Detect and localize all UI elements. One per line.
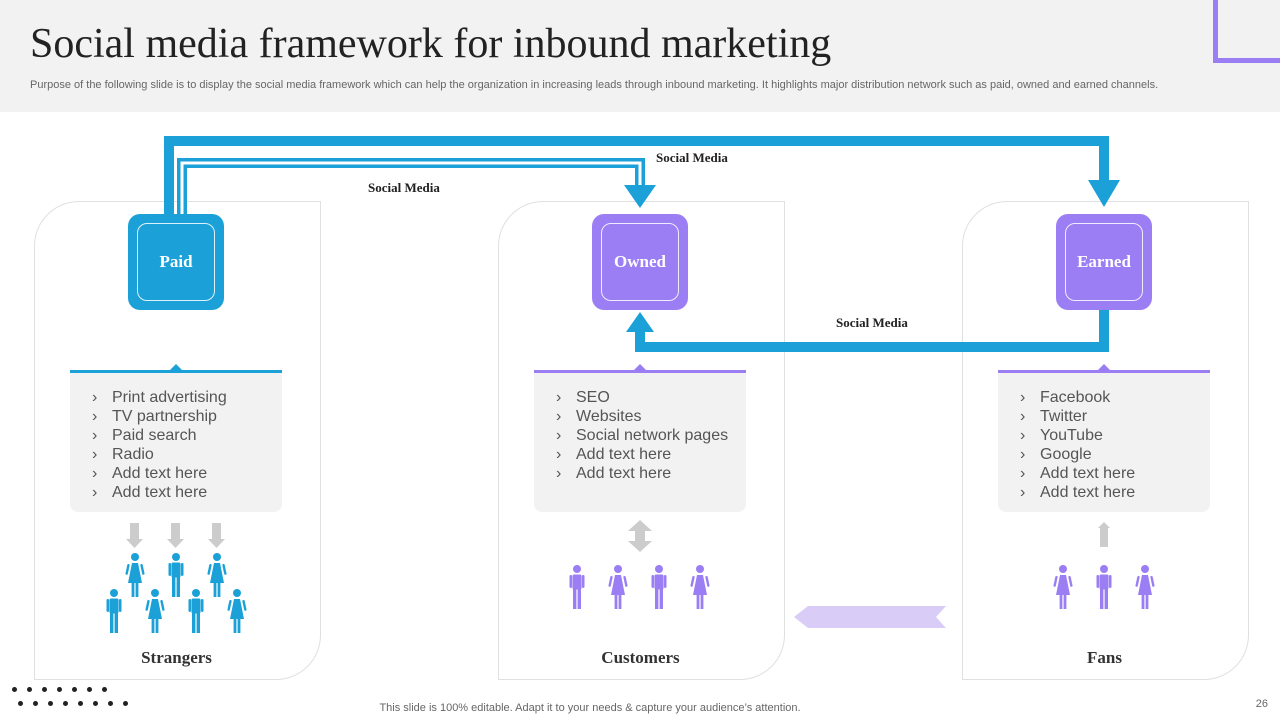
list-item: ›YouTube: [1020, 427, 1103, 444]
paid-node: Paid: [128, 214, 224, 310]
owned-node: Owned: [592, 214, 688, 310]
ribbon-arrow: [794, 606, 946, 628]
earned-up-arrow: [1098, 522, 1110, 547]
fans-label: Fans: [1087, 648, 1122, 667]
chevron-right-icon: ›: [1020, 408, 1026, 425]
flow-label-top: Social Media: [656, 150, 728, 165]
strangers-people-icons: [106, 553, 247, 633]
arrowhead-owned-bottom: [626, 312, 654, 332]
earned-list: ›Facebook ›Twitter ›YouTube ›Google ›Add…: [998, 364, 1210, 512]
list-item: ›SEO: [556, 389, 610, 406]
chevron-right-icon: ›: [556, 427, 562, 444]
header-band: [0, 0, 1280, 112]
chevron-right-icon: ›: [92, 427, 98, 444]
chevron-right-icon: ›: [556, 465, 562, 482]
list-item: ›Twitter: [1020, 408, 1088, 425]
list-item: ›Paid search: [92, 427, 197, 444]
arrowhead-owned-top: [624, 185, 656, 208]
list-item: ›Add text here: [556, 446, 672, 463]
strangers-label: Strangers: [141, 648, 212, 667]
list-item: ›Social network pages: [556, 427, 729, 444]
chevron-right-icon: ›: [556, 446, 562, 463]
chevron-right-icon: ›: [1020, 465, 1026, 482]
owned-updown-arrow: [628, 520, 652, 552]
page-subtitle: Purpose of the following slide is to dis…: [30, 79, 1159, 91]
paid-down-arrows: [126, 523, 225, 548]
chevron-right-icon: ›: [92, 389, 98, 406]
chevron-right-icon: ›: [1020, 427, 1026, 444]
chevron-right-icon: ›: [92, 408, 98, 425]
paid-label: Paid: [137, 223, 215, 301]
list-item: ›Add text here: [556, 465, 672, 482]
owned-list: ›SEO ›Websites ›Social network pages ›Ad…: [534, 364, 746, 512]
page-title: Social media framework for inbound marke…: [30, 21, 832, 67]
earned-node: Earned: [1056, 214, 1152, 310]
list-item: ›Add text here: [1020, 484, 1136, 501]
chevron-right-icon: ›: [1020, 484, 1026, 501]
earned-label: Earned: [1065, 223, 1143, 301]
chevron-right-icon: ›: [556, 408, 562, 425]
fans-people-icons: [1053, 565, 1155, 609]
chevron-right-icon: ›: [92, 465, 98, 482]
flow-arrow-paid-to-earned: [164, 136, 1109, 215]
page-number: 26: [1255, 698, 1268, 710]
flow-arrow-earned-to-owned: [635, 310, 1109, 352]
list-item: ›Websites: [556, 408, 642, 425]
list-item: ›Add text here: [1020, 465, 1136, 482]
list-item: ›Add text here: [92, 465, 208, 482]
list-item: ›Radio: [92, 446, 154, 463]
list-item: ›Facebook: [1020, 389, 1111, 406]
customers-people-icons: [569, 565, 710, 609]
list-item: ›Add text here: [92, 484, 208, 501]
paid-list: ›Print advertising ›TV partnership ›Paid…: [70, 364, 282, 512]
chevron-right-icon: ›: [1020, 389, 1026, 406]
list-item: ›Google: [1020, 446, 1092, 463]
owned-label: Owned: [601, 223, 679, 301]
list-item: ›TV partnership: [92, 408, 217, 425]
arrowhead-earned-top: [1088, 180, 1120, 207]
customers-label: Customers: [601, 648, 680, 667]
chevron-right-icon: ›: [92, 446, 98, 463]
list-item: ›Print advertising: [92, 389, 227, 406]
chevron-right-icon: ›: [92, 484, 98, 501]
chevron-right-icon: ›: [556, 389, 562, 406]
corner-decoration: [1213, 0, 1280, 63]
flow-label-lower: Social Media: [836, 315, 908, 330]
flow-label-middle: Social Media: [368, 180, 440, 195]
chevron-right-icon: ›: [1020, 446, 1026, 463]
footer-note: This slide is 100% editable. Adapt it to…: [379, 702, 801, 714]
